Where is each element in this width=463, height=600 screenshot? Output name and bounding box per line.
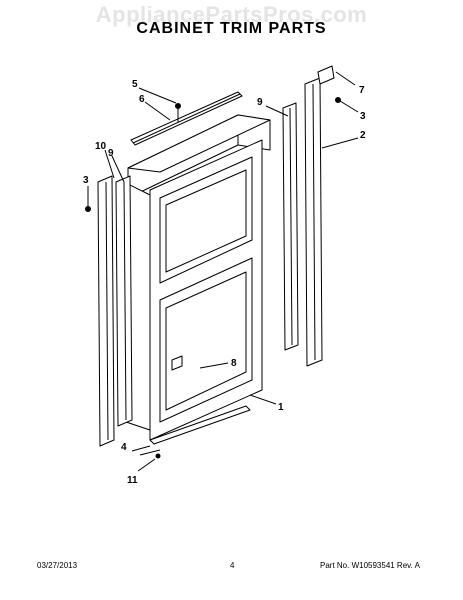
top-trim-strip bbox=[130, 91, 243, 146]
screw-right bbox=[335, 97, 341, 103]
callout-3-left: 3 bbox=[83, 175, 89, 186]
callout-2: 2 bbox=[360, 130, 366, 141]
callout-5: 5 bbox=[132, 79, 138, 90]
footer-date: 03/27/2013 bbox=[37, 561, 78, 570]
callout-10: 10 bbox=[95, 141, 107, 152]
callout-8: 8 bbox=[231, 358, 237, 369]
callout-9-left: 9 bbox=[108, 148, 114, 159]
footer-part-number: Part No. W10593541 Rev. A bbox=[320, 561, 420, 570]
door-frame-1 bbox=[149, 139, 263, 441]
right-trim-9 bbox=[282, 102, 299, 351]
right-trim-2 bbox=[304, 77, 323, 367]
cabinet-top-block bbox=[127, 114, 271, 199]
callout-9-right: 9 bbox=[257, 97, 263, 108]
screw-bottom bbox=[155, 453, 161, 459]
left-trim-9 bbox=[115, 175, 133, 427]
callout-7: 7 bbox=[359, 85, 365, 96]
callout-11: 11 bbox=[127, 475, 138, 486]
footer-page-number: 4 bbox=[230, 561, 235, 570]
bottom-trim-4 bbox=[139, 405, 251, 456]
callout-3-right: 3 bbox=[360, 111, 366, 122]
page-title: CABINET TRIM PARTS bbox=[136, 20, 327, 37]
left-trim-10 bbox=[97, 175, 115, 447]
callout-1: 1 bbox=[278, 402, 284, 413]
watermark: AppliancePartsPros.com bbox=[95, 2, 368, 27]
callout-4: 4 bbox=[121, 442, 127, 453]
screw-top bbox=[175, 103, 181, 122]
screw-left bbox=[85, 206, 91, 212]
callout-6: 6 bbox=[139, 94, 145, 105]
leader-lines bbox=[87, 71, 359, 472]
right-trim-top-7 bbox=[317, 65, 335, 85]
